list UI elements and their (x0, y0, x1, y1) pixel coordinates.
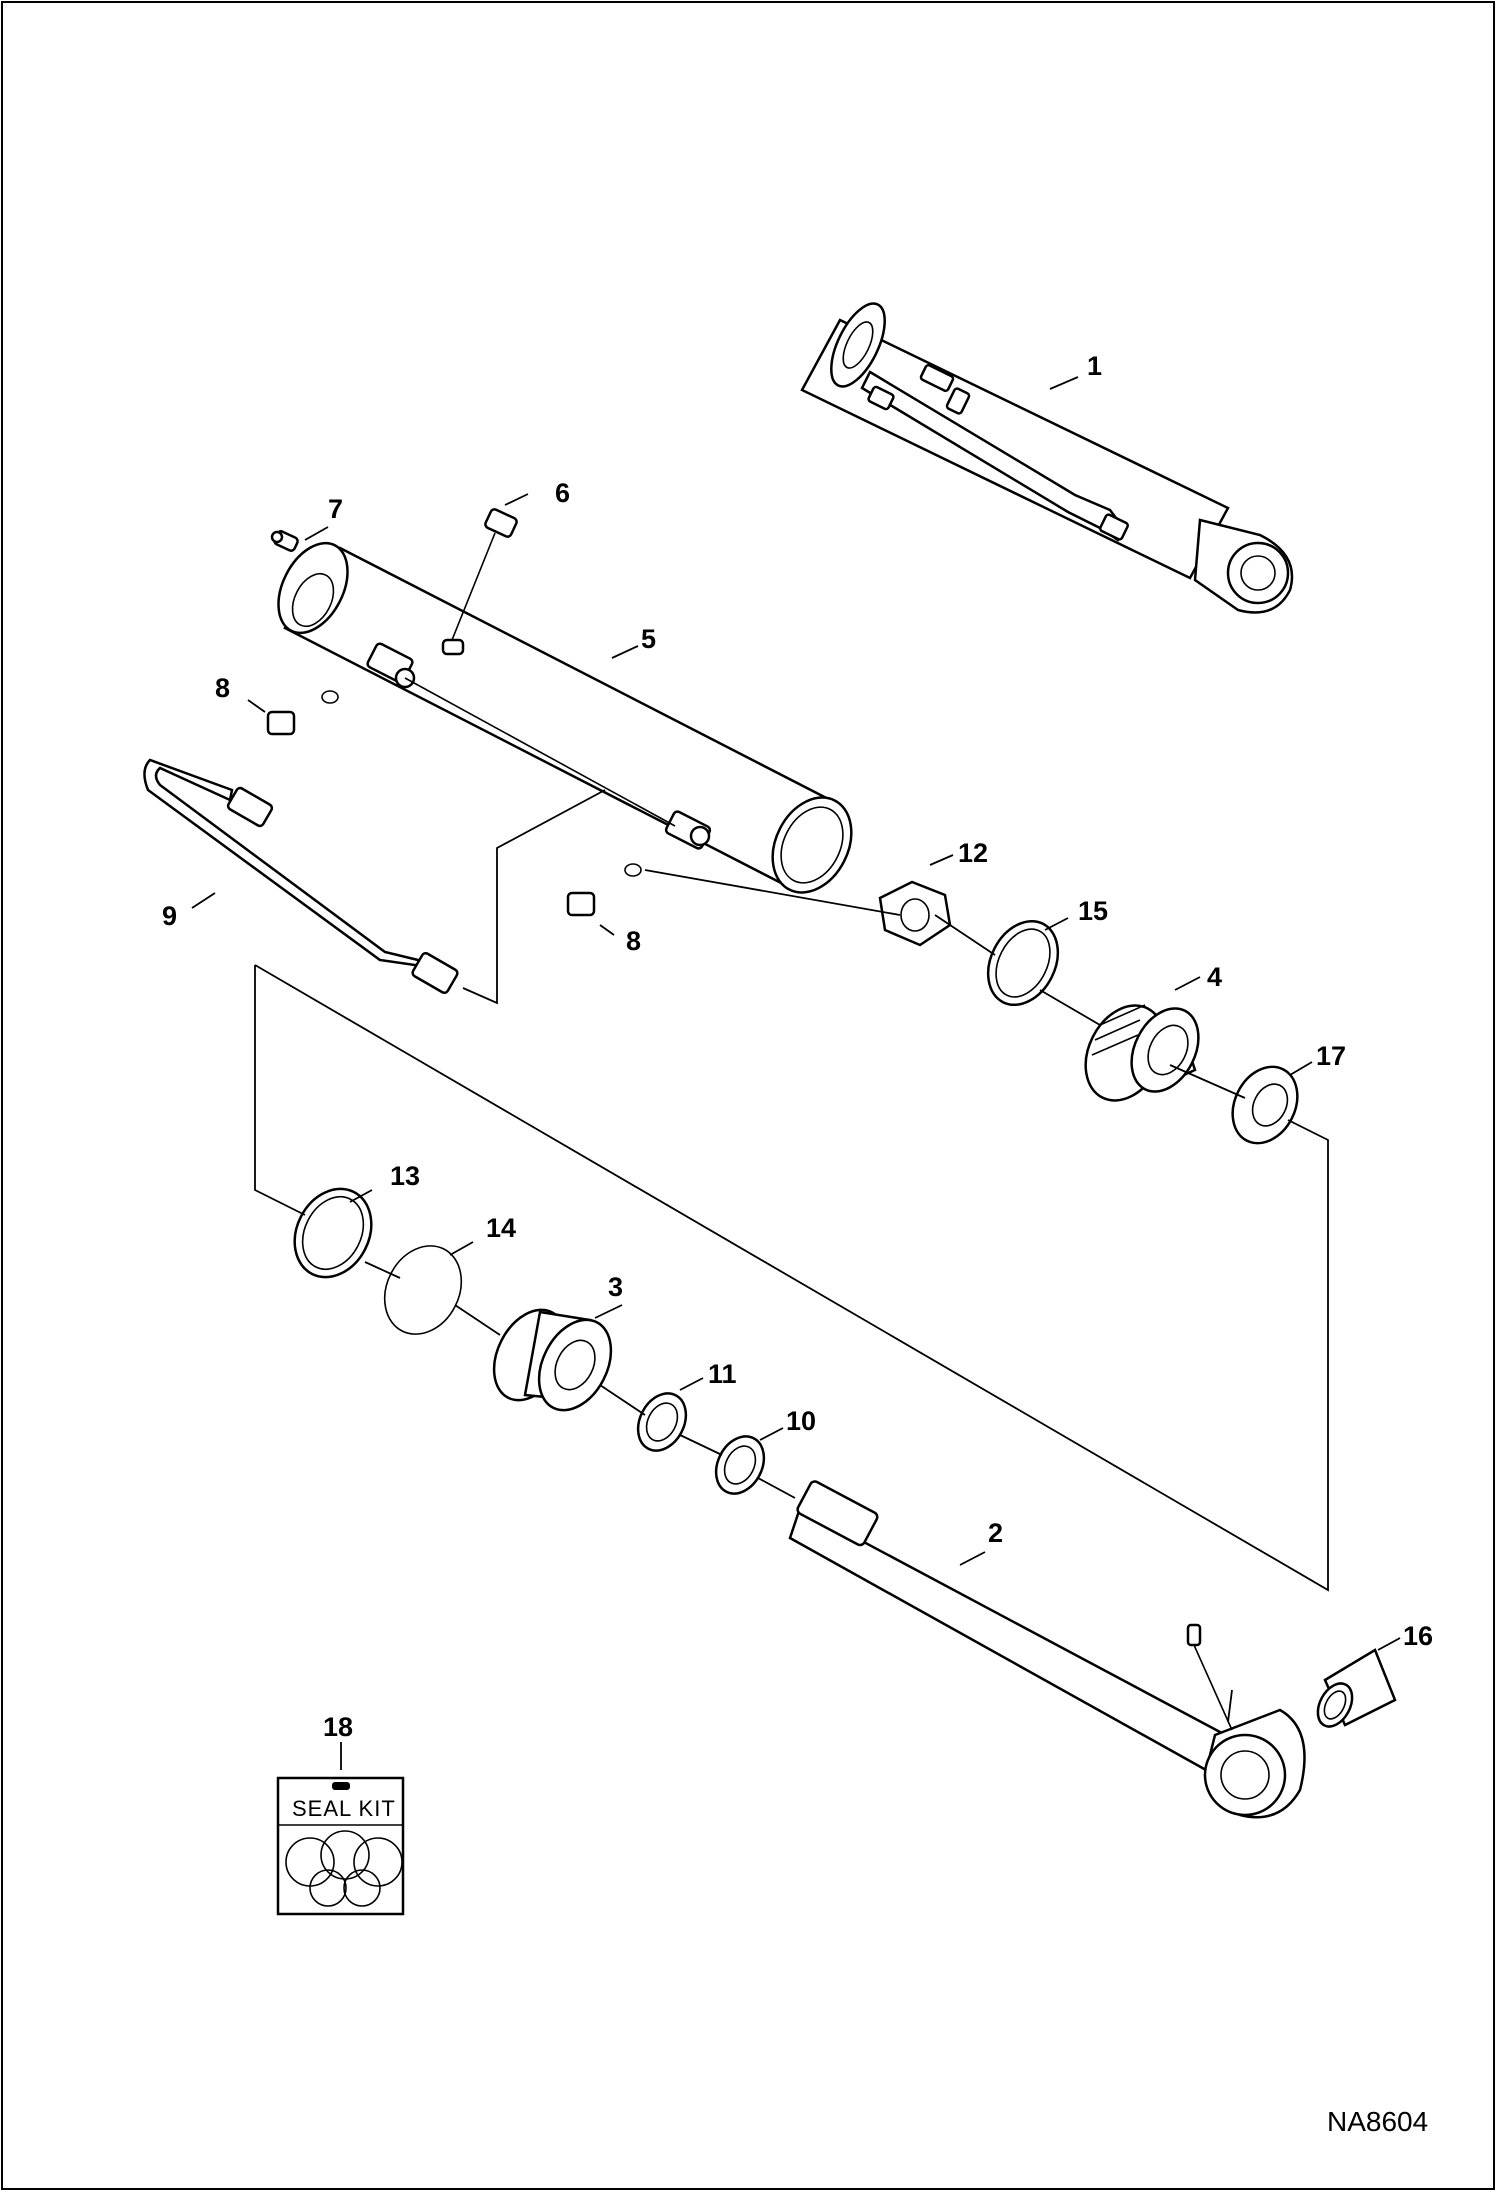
cylinder-barrel (277, 541, 853, 894)
assembly-lines (254, 789, 1329, 1723)
plug-6 (441, 508, 518, 656)
callout-12: 12 (958, 838, 988, 868)
seal-kit-label: SEAL KIT (292, 1796, 396, 1821)
seal-17 (1231, 1065, 1299, 1145)
seal-kit-icon (276, 1776, 405, 1916)
document-id: NA8604 (1327, 2106, 1428, 2137)
plug-8-upper (266, 690, 339, 736)
callout-14: 14 (486, 1213, 516, 1243)
callout-7: 7 (328, 494, 343, 524)
leader-lines (191, 376, 1401, 1770)
bushing-16 (1316, 1648, 1397, 1728)
callout-1: 1 (1087, 351, 1102, 381)
callout-16: 16 (1403, 1621, 1433, 1651)
piston-4 (1084, 1004, 1200, 1102)
callout-8-upper: 8 (215, 673, 230, 703)
piston-rod (788, 1480, 1306, 1819)
callout-10: 10 (786, 1406, 816, 1436)
callout-8-lower: 8 (626, 926, 641, 956)
seal-11 (636, 1392, 688, 1452)
callout-labels: 1 2 3 4 5 6 7 8 8 9 10 11 12 13 14 15 16… (162, 351, 1433, 2137)
assembled-cylinder (800, 302, 1294, 614)
callout-15: 15 (1078, 896, 1108, 926)
grease-fitting-7 (270, 530, 299, 552)
head-3 (492, 1308, 613, 1412)
callout-18: 18 (323, 1712, 353, 1742)
callout-3: 3 (608, 1272, 623, 1302)
callout-9: 9 (162, 901, 177, 931)
callout-5: 5 (641, 624, 656, 654)
ring-13 (293, 1187, 373, 1279)
callout-13: 13 (390, 1161, 420, 1191)
plug-8-lower (566, 863, 642, 917)
ring-15 (986, 919, 1060, 1007)
callout-17: 17 (1316, 1041, 1346, 1071)
callout-6: 6 (555, 478, 570, 508)
callout-11: 11 (708, 1359, 737, 1389)
callout-4: 4 (1207, 962, 1222, 992)
callout-2: 2 (988, 1518, 1003, 1548)
hydraulic-tube (143, 758, 459, 995)
